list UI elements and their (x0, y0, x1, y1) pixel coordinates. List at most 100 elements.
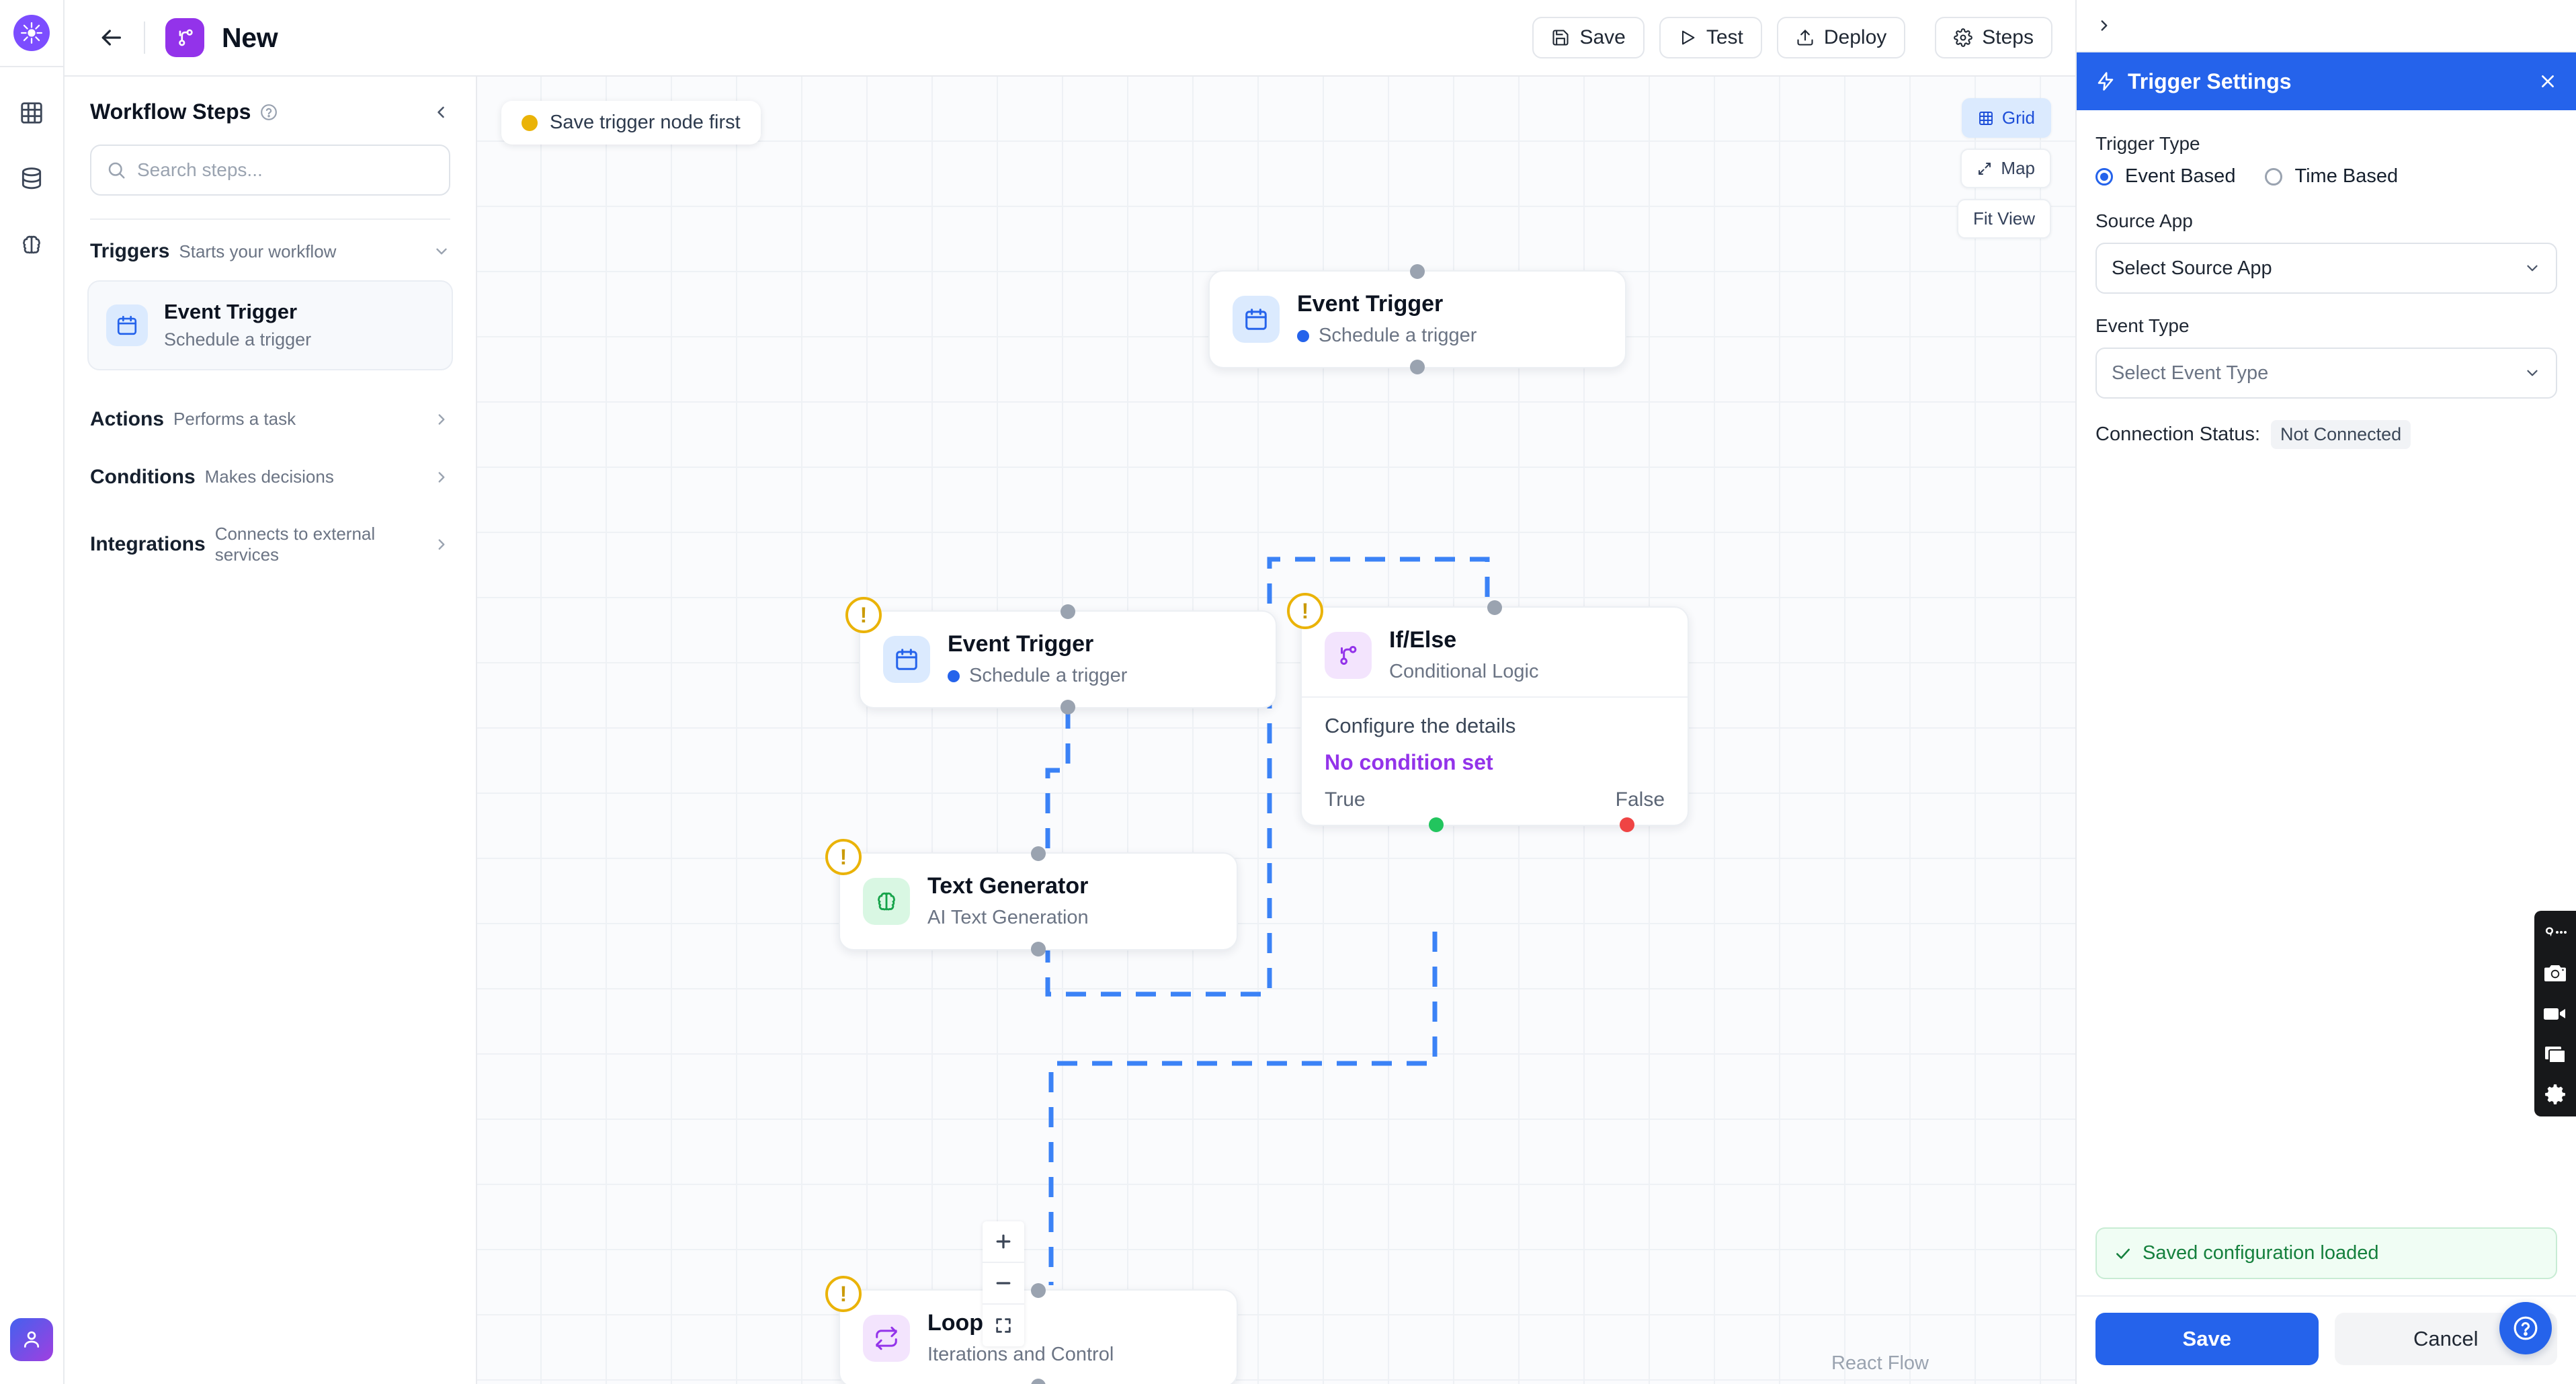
source-app-select[interactable]: Select Source App (2095, 243, 2557, 294)
chevron-left-icon[interactable] (431, 103, 450, 122)
node-handle-top[interactable] (1410, 264, 1425, 279)
category-desc: Connects to external services (214, 523, 376, 565)
node-handle-bottom[interactable] (1031, 942, 1046, 957)
rail-icon-list (15, 97, 48, 261)
warning-badge-icon: ! (1287, 593, 1323, 629)
node-event-trigger-main[interactable]: ! Event Trigger (845, 597, 1277, 715)
node-handle-bottom[interactable] (1031, 1379, 1046, 1384)
node-handle-top[interactable] (1061, 604, 1075, 619)
step-subtitle: Schedule a trigger (164, 329, 312, 350)
brain-icon[interactable] (15, 229, 48, 261)
node-body: Configure the details No condition set T… (1302, 696, 1688, 825)
branch-label-false: False (1615, 788, 1665, 811)
video-camera-icon[interactable] (2540, 1000, 2571, 1028)
node-handle-false[interactable] (1620, 817, 1634, 833)
node-body-line: Configure the details (1325, 714, 1516, 738)
node-handle-top[interactable] (1031, 846, 1046, 861)
sidebar-step-event-trigger[interactable]: Event Trigger Schedule a trigger (87, 280, 453, 370)
node-handle-bottom[interactable] (1061, 700, 1075, 715)
branch-label-true: True (1325, 788, 1366, 811)
node-subtitle: Iterations and Control (927, 1343, 1114, 1365)
lightning-bolt-icon (2095, 71, 2116, 91)
trigger-type-radio-group: Event Based Time Based (2095, 165, 2557, 188)
close-x-icon[interactable] (2538, 72, 2557, 91)
radio-event-based[interactable] (2095, 167, 2113, 186)
fit-view-button-label: Fit View (1973, 208, 2035, 229)
search-steps-box[interactable] (90, 145, 450, 196)
marker-dots-icon[interactable] (2540, 919, 2571, 947)
main-column: New Save Test (65, 0, 2075, 1384)
upload-icon (1797, 30, 1813, 46)
chevron-right-icon[interactable] (2095, 17, 2113, 34)
node-handle-true[interactable] (1429, 817, 1444, 833)
gear-icon[interactable] (2540, 1080, 2571, 1108)
right-panel-column: Trigger Settings Trigger Type Event Base… (2075, 0, 2576, 1384)
camera-icon[interactable] (2540, 959, 2571, 987)
sidebar-category-triggers[interactable]: Triggers Starts your workflow (65, 220, 476, 280)
sidebar-title: Workflow Steps (90, 99, 251, 124)
radio-event-based-label: Event Based (2125, 165, 2236, 187)
node-handle-top[interactable] (1031, 1283, 1046, 1298)
radio-time-based[interactable] (2265, 167, 2283, 186)
chevron-down-icon[interactable] (433, 243, 450, 260)
user-avatar-icon[interactable] (10, 1318, 53, 1361)
fit-view-button[interactable]: Fit View (1957, 199, 2051, 239)
question-circle-icon[interactable] (260, 104, 278, 121)
window-copy-icon[interactable] (2540, 1040, 2571, 1068)
node-text: Text Generator AI Text Generation (927, 872, 1089, 930)
node-text: If/Else Conditional Logic (1389, 626, 1538, 684)
node-handle-bottom[interactable] (1410, 360, 1425, 375)
category-name: Triggers (90, 240, 170, 262)
workflow-canvas[interactable]: Save trigger node first Grid (477, 77, 2075, 1384)
grid-toggle-button[interactable]: Grid (1961, 98, 2051, 138)
panel-title: Trigger Settings (2128, 69, 2292, 93)
chevron-down-icon (2524, 259, 2541, 277)
database-icon[interactable] (15, 163, 48, 195)
node-text-generator[interactable]: ! Text Generator AI Text Gener (825, 839, 1238, 957)
chevron-right-icon[interactable] (433, 536, 450, 553)
sidebar-category-integrations[interactable]: Integrations Connects to external servic… (65, 506, 476, 583)
node-title: Text Generator (927, 873, 1089, 899)
test-button[interactable]: Test (1659, 17, 1762, 58)
source-app-label: Source App (2095, 210, 2193, 231)
plus-icon (996, 1234, 1011, 1249)
node-event-trigger-top[interactable]: Event Trigger Schedule a trigger (1208, 264, 1626, 375)
category-desc: Starts your workflow (179, 241, 337, 261)
node-loop[interactable]: ! Loop Iterations and Control (825, 1276, 1238, 1384)
node-if-else[interactable]: ! If/Else Conditional Logic (1287, 593, 1689, 833)
node-handle-top[interactable] (1487, 600, 1502, 615)
steps-button[interactable]: Steps (1935, 17, 2052, 58)
chevron-right-icon[interactable] (433, 411, 450, 428)
node-title: Event Trigger (1297, 291, 1444, 317)
node-branch-labels: True False (1325, 788, 1665, 815)
deploy-button[interactable]: Deploy (1776, 17, 1906, 58)
help-fab-button[interactable] (2499, 1302, 2552, 1354)
node-title: Event Trigger (948, 631, 1094, 657)
event-type-select[interactable]: Select Event Type (2095, 348, 2557, 399)
node-title: If/Else (1389, 627, 1457, 653)
zoom-controls (983, 1221, 1024, 1346)
chevron-right-icon[interactable] (433, 469, 450, 486)
zoom-out-button[interactable] (983, 1263, 1024, 1305)
minus-icon (996, 1282, 1011, 1285)
warning-badge-icon: ! (825, 1276, 862, 1312)
source-app-value: Select Source App (2112, 257, 2272, 279)
sidebar-category-conditions[interactable]: Conditions Makes decisions (65, 448, 476, 506)
grid-icon (1979, 111, 1993, 125)
fit-view-control-button[interactable] (983, 1305, 1024, 1346)
sun-burst-logo-icon[interactable] (13, 15, 50, 51)
save-button[interactable]: Save (1532, 17, 1645, 58)
react-flow-attribution: React Flow (1831, 1352, 1929, 1374)
zoom-in-button[interactable] (983, 1221, 1024, 1263)
arrow-left-icon[interactable] (93, 19, 129, 56)
search-input[interactable] (137, 159, 434, 181)
node-subtitle: AI Text Generation (927, 906, 1089, 928)
trigger-settings-panel: Trigger Settings Trigger Type Event Base… (2077, 52, 2576, 1384)
sidebar-divider (90, 218, 450, 220)
map-toggle-button[interactable]: Map (1960, 149, 2051, 188)
sidebar-category-actions[interactable]: Actions Performs a task (65, 370, 476, 448)
panel-save-button[interactable]: Save (2095, 1313, 2319, 1365)
grid-icon[interactable] (15, 97, 48, 129)
sidebar-step-text: Event Trigger Schedule a trigger (164, 299, 311, 352)
fit-frame-icon (996, 1318, 1011, 1333)
